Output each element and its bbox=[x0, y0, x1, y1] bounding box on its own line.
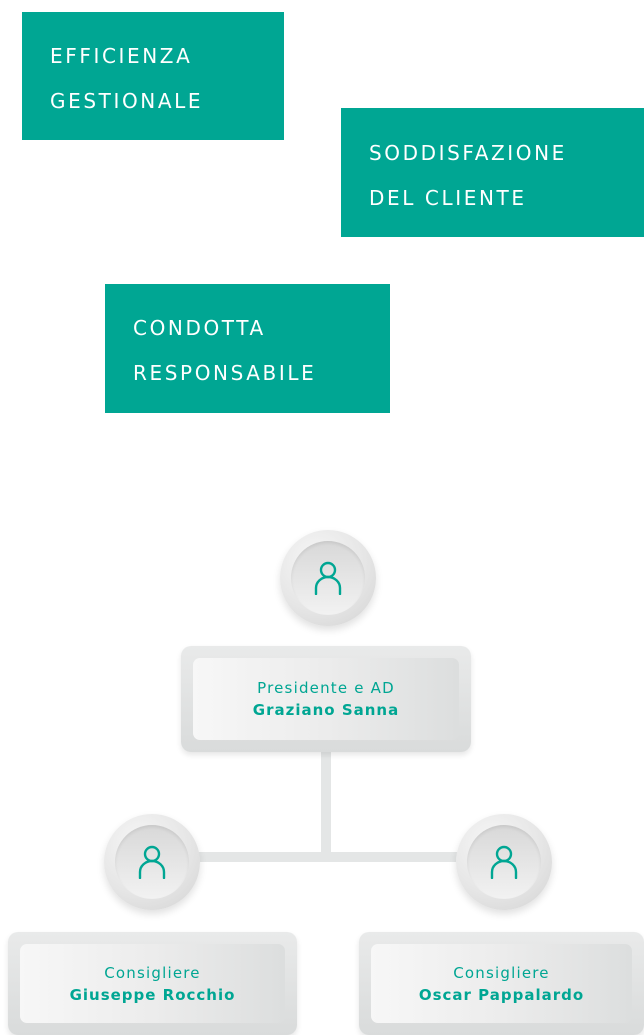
person-icon bbox=[490, 845, 518, 879]
avatar-member-giuseppe bbox=[104, 814, 200, 910]
person-icon bbox=[314, 561, 342, 595]
org-card-name: Giuseppe Rocchio bbox=[69, 985, 236, 1004]
value-box-condotta-responsabile: CONDOTTA RESPONSABILE bbox=[105, 284, 390, 413]
org-card-name: Oscar Pappalardo bbox=[418, 985, 585, 1004]
org-card-inner: Consigliere Oscar Pappalardo bbox=[371, 944, 632, 1023]
avatar-inner bbox=[467, 825, 541, 899]
avatar-inner bbox=[291, 541, 365, 615]
value-box-line: CONDOTTA bbox=[133, 316, 266, 340]
org-connector-vertical bbox=[321, 750, 331, 862]
org-card-member-giuseppe: Consigliere Giuseppe Rocchio bbox=[8, 932, 297, 1035]
org-card-inner: Presidente e AD Graziano Sanna bbox=[193, 658, 459, 740]
org-card-role: Consigliere bbox=[104, 963, 201, 982]
avatar-president bbox=[280, 530, 376, 626]
org-card-name: Graziano Sanna bbox=[252, 701, 400, 719]
org-card-role: Consigliere bbox=[453, 963, 550, 982]
org-connector-horizontal bbox=[180, 852, 470, 862]
org-card-inner: Consigliere Giuseppe Rocchio bbox=[20, 944, 285, 1023]
value-box-soddisfazione-del-cliente: SODDISFAZIONE DEL CLIENTE bbox=[341, 108, 644, 237]
avatar-member-oscar bbox=[456, 814, 552, 910]
org-card-president: Presidente e AD Graziano Sanna bbox=[181, 646, 471, 752]
value-box-line: DEL CLIENTE bbox=[369, 186, 527, 210]
value-box-line: GESTIONALE bbox=[50, 89, 204, 113]
org-card-role: Presidente e AD bbox=[257, 679, 395, 697]
avatar-inner bbox=[115, 825, 189, 899]
value-box-line: RESPONSABILE bbox=[133, 361, 317, 385]
org-card-member-oscar: Consigliere Oscar Pappalardo bbox=[359, 932, 644, 1035]
person-icon bbox=[138, 845, 166, 879]
value-box-line: EFFICIENZA bbox=[50, 44, 193, 68]
value-box-efficienza-gestionale: EFFICIENZA GESTIONALE bbox=[22, 12, 284, 140]
value-box-line: SODDISFAZIONE bbox=[369, 141, 567, 165]
